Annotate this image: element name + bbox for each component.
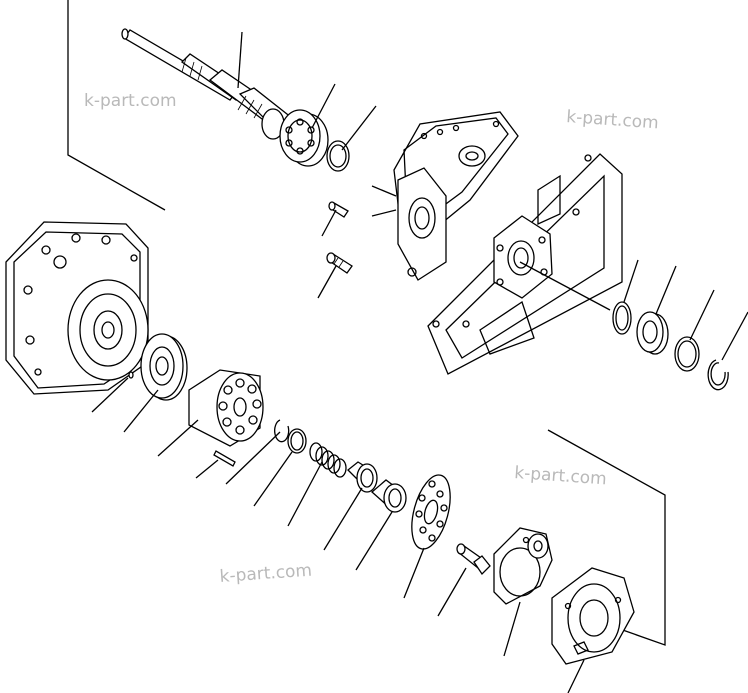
- piston: [456, 543, 491, 576]
- pump-case-flange: [371, 111, 623, 375]
- watermark: k-part.com: [514, 463, 608, 489]
- leader-circlip: [721, 311, 748, 361]
- leader-valve-pin: [91, 377, 129, 413]
- lower-group-bracket: [547, 429, 666, 646]
- block-snap-ring: [274, 419, 290, 443]
- end-cap: [5, 221, 149, 395]
- flange-retaining-ring: [674, 336, 700, 372]
- leader-swash-seat: [567, 659, 585, 693]
- cylinder-block: [188, 369, 264, 447]
- plug-bolt: [326, 252, 353, 274]
- leader-drive-shaft: [237, 31, 243, 89]
- spline-pin: [213, 450, 236, 467]
- valve-pin: [128, 371, 134, 379]
- leader-swash-plate: [503, 601, 521, 657]
- leader-shaft-bearing: [311, 83, 336, 129]
- leader-spherical-bushing: [323, 487, 363, 551]
- bearing-snap-ring: [612, 301, 632, 335]
- dowel-pin: [328, 201, 349, 218]
- leader-bearing-snap-ring: [623, 259, 639, 303]
- watermark: k-part.com: [219, 561, 313, 587]
- flange-bearing: [636, 311, 669, 355]
- valve-plate: [140, 333, 188, 401]
- leader-block-washer: [253, 451, 293, 507]
- leader-flange-bearing: [655, 265, 677, 315]
- leader-shaft-snap-ring: [341, 105, 377, 151]
- leader-piston: [437, 567, 467, 617]
- block-guide: [371, 479, 407, 513]
- shoe-retainer: [411, 474, 451, 550]
- leader-dowel-pin: [321, 209, 337, 237]
- leader-block-guide: [355, 511, 393, 571]
- swash-seat: [551, 567, 635, 665]
- leader-pump-case: [519, 261, 611, 311]
- shaft-snap-ring: [326, 140, 350, 172]
- leader-plug-bolt: [317, 265, 337, 299]
- leader-spring: [287, 461, 323, 527]
- watermark: k-part.com: [566, 107, 660, 133]
- block-washer: [287, 428, 307, 454]
- watermark: k-part.com: [84, 91, 177, 111]
- leader-lines: [91, 31, 748, 693]
- shaft-bearing: [279, 109, 329, 167]
- leader-valve-plate: [123, 389, 159, 433]
- leader-shoe-retainer: [403, 547, 425, 599]
- leader-block-snap-ring: [225, 431, 281, 485]
- leader-retaining-ring: [689, 289, 715, 341]
- spherical-bushing: [347, 461, 378, 493]
- leader-spline-pin: [195, 459, 219, 479]
- leader-cylinder-block: [157, 419, 199, 457]
- flange-circlip: [707, 359, 729, 391]
- spring: [309, 442, 347, 478]
- drive-shaft: [121, 28, 293, 140]
- swash-plate: [493, 527, 553, 605]
- upper-group-bracket: [67, 0, 166, 211]
